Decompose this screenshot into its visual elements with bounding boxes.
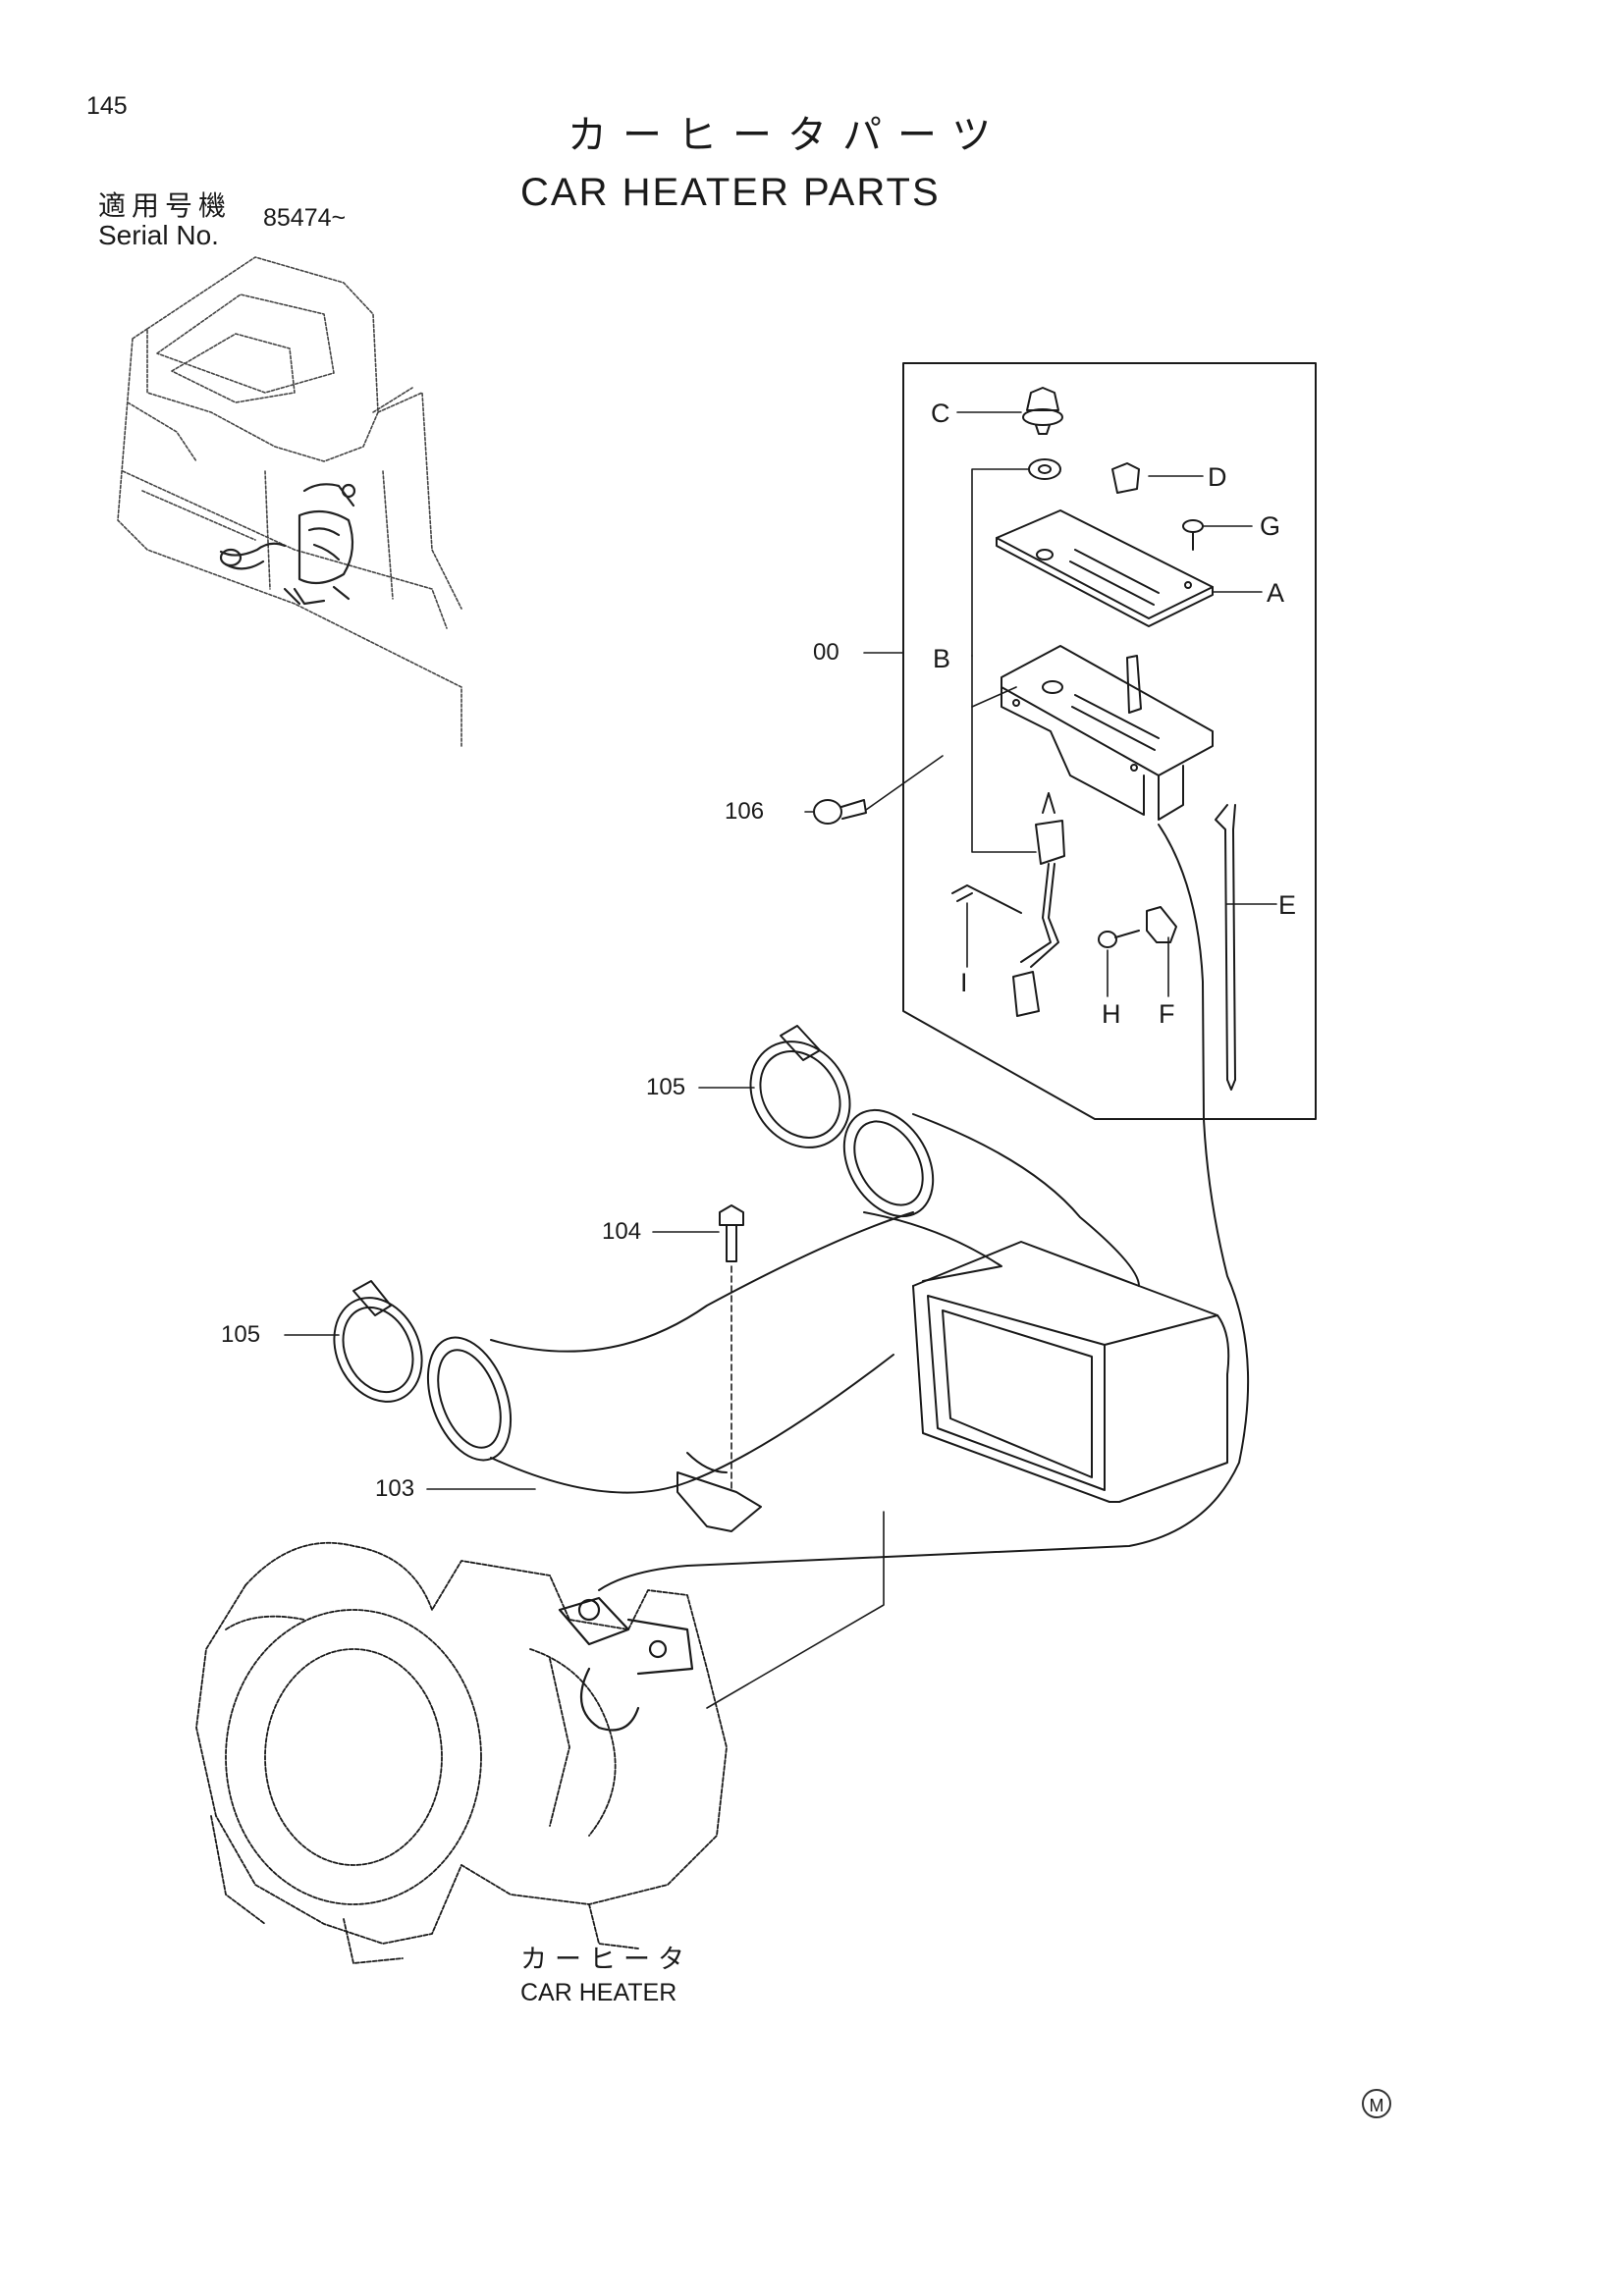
assembly-00-box: [902, 362, 1317, 1120]
hose-clamp-upper: [749, 1025, 851, 1148]
nut-part: [1028, 458, 1061, 480]
callout-f: F: [1159, 999, 1175, 1029]
callout-a: A: [1267, 578, 1285, 608]
cable-e-part: [1158, 804, 1236, 1120]
cab-overview-drawing: [117, 256, 462, 747]
screw-g-part: [1182, 519, 1204, 551]
control-cable: [598, 1118, 1250, 1591]
callout-104: 104: [602, 1218, 642, 1245]
callout-00: 00: [813, 639, 839, 666]
screw-h-part: [1098, 930, 1140, 948]
cab-heater-detail: [219, 483, 356, 606]
car-heater-unit-drawing: [195, 1541, 728, 1964]
page-number: 145: [86, 92, 128, 120]
duct-103-part: [426, 1108, 1230, 1532]
page-title-japanese: カーヒータパーツ: [568, 113, 1007, 158]
callout-105-lower: 105: [221, 1321, 261, 1348]
bolt-106-part: [813, 799, 867, 825]
clip-d-part: [1111, 462, 1140, 494]
knob-c-part: [1022, 387, 1063, 435]
callout-105-upper: 105: [646, 1074, 686, 1100]
bolt-104-part: [719, 1204, 744, 1262]
leader-lines: [284, 411, 1277, 1709]
callout-h: H: [1102, 999, 1121, 1029]
serial-label: Serial No.: [98, 220, 219, 250]
callout-i: I: [960, 968, 968, 997]
car-heater-label: CAR HEATER: [520, 1979, 677, 2006]
cable-tie-i-part: [951, 884, 1022, 914]
heater-valve-detail: [558, 1596, 694, 1732]
callout-e: E: [1278, 890, 1297, 920]
switch-assembly-part: [1012, 792, 1065, 1017]
hose-clamp-lower: [333, 1280, 423, 1403]
callout-g: G: [1260, 511, 1281, 541]
callout-c: C: [931, 399, 950, 428]
serial-label-japanese: 適用号機: [98, 189, 233, 222]
clip-f-part: [1146, 906, 1177, 943]
bracket-b-part: [1001, 645, 1214, 821]
serial-number-value: 85474~: [263, 204, 347, 232]
callout-103: 103: [375, 1475, 415, 1502]
callout-106: 106: [725, 798, 765, 825]
callout-d: D: [1208, 462, 1227, 492]
circled-m-mark: M: [1362, 2089, 1391, 2118]
callout-b: B: [933, 644, 951, 673]
page-title: CAR HEATER PARTS: [520, 171, 941, 214]
car-heater-label-japanese: カーヒータ: [520, 1945, 692, 1975]
plate-a-part: [996, 509, 1214, 627]
